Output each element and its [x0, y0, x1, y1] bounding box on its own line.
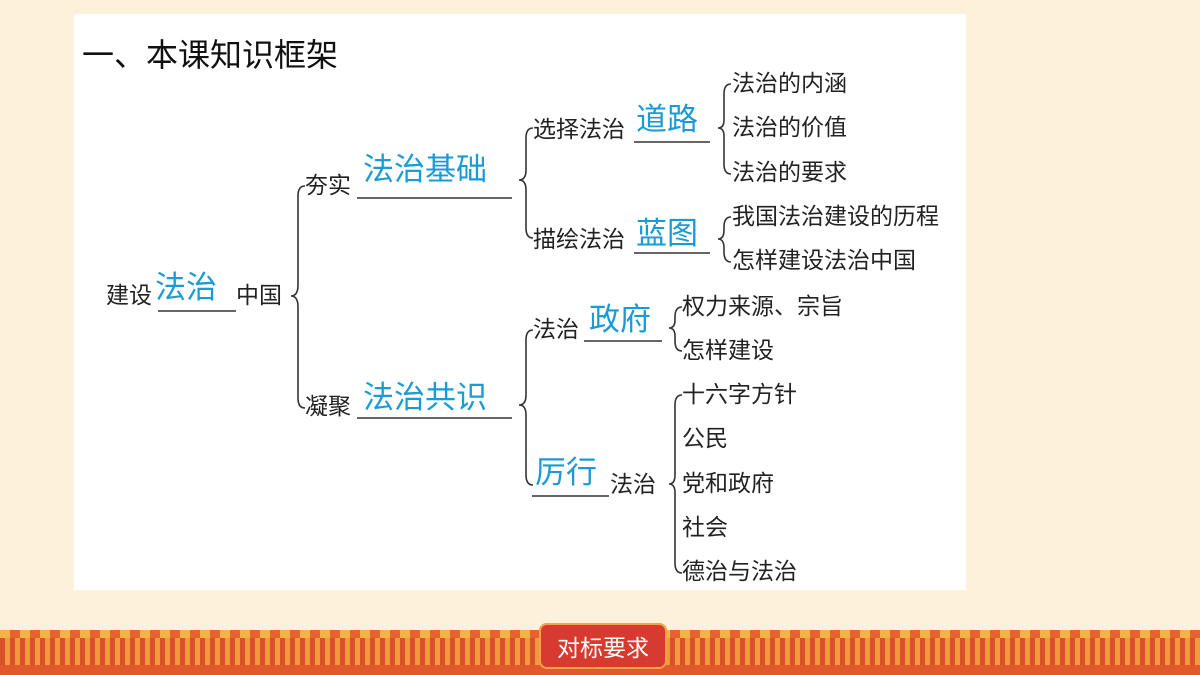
b2-sub2-item: 社会	[682, 515, 728, 541]
b1-sub2-item: 我国法治建设的历程	[732, 204, 939, 230]
branch1-prefix: 夯实	[305, 173, 351, 199]
content-panel	[74, 14, 966, 590]
b2-sub1-item: 权力来源、宗旨	[682, 294, 843, 320]
b1-sub1-item: 法治的价值	[732, 115, 847, 141]
b2-sub1-item: 怎样建设	[682, 338, 774, 364]
b2-sub2-item: 党和政府	[682, 471, 774, 497]
b1-sub1-prefix: 选择法治	[533, 117, 625, 143]
root-prefix: 建设	[106, 283, 152, 309]
root-blank-answer: 法治	[155, 270, 217, 306]
b1-sub2-prefix: 描绘法治	[533, 227, 625, 253]
root-suffix: 中国	[236, 283, 282, 309]
b2-sub2-item: 德治与法治	[682, 559, 797, 585]
b2-sub2-item: 公民	[682, 426, 728, 452]
b2-sub1-prefix: 法治	[533, 317, 579, 343]
page-title: 一、本课知识框架	[82, 36, 339, 74]
b1-sub2-blank-answer: 蓝图	[636, 216, 698, 252]
branch1-blank-answer: 法治基础	[363, 152, 487, 188]
b2-sub2-blank-answer: 厉行	[535, 455, 597, 491]
b1-sub1-item: 法治的内涵	[732, 71, 847, 97]
b1-sub1-item: 法治的要求	[732, 160, 847, 186]
branch2-prefix: 凝聚	[305, 394, 351, 420]
requirements-button[interactable]: 对标要求	[539, 623, 667, 669]
b1-sub1-blank-answer: 道路	[636, 102, 698, 138]
b2-sub1-blank-answer: 政府	[589, 302, 651, 338]
b2-sub2-suffix: 法治	[610, 472, 656, 498]
b1-sub2-item: 怎样建设法治中国	[732, 248, 916, 274]
b2-sub2-item: 十六字方针	[682, 382, 797, 408]
branch2-blank-answer: 法治共识	[363, 380, 487, 416]
